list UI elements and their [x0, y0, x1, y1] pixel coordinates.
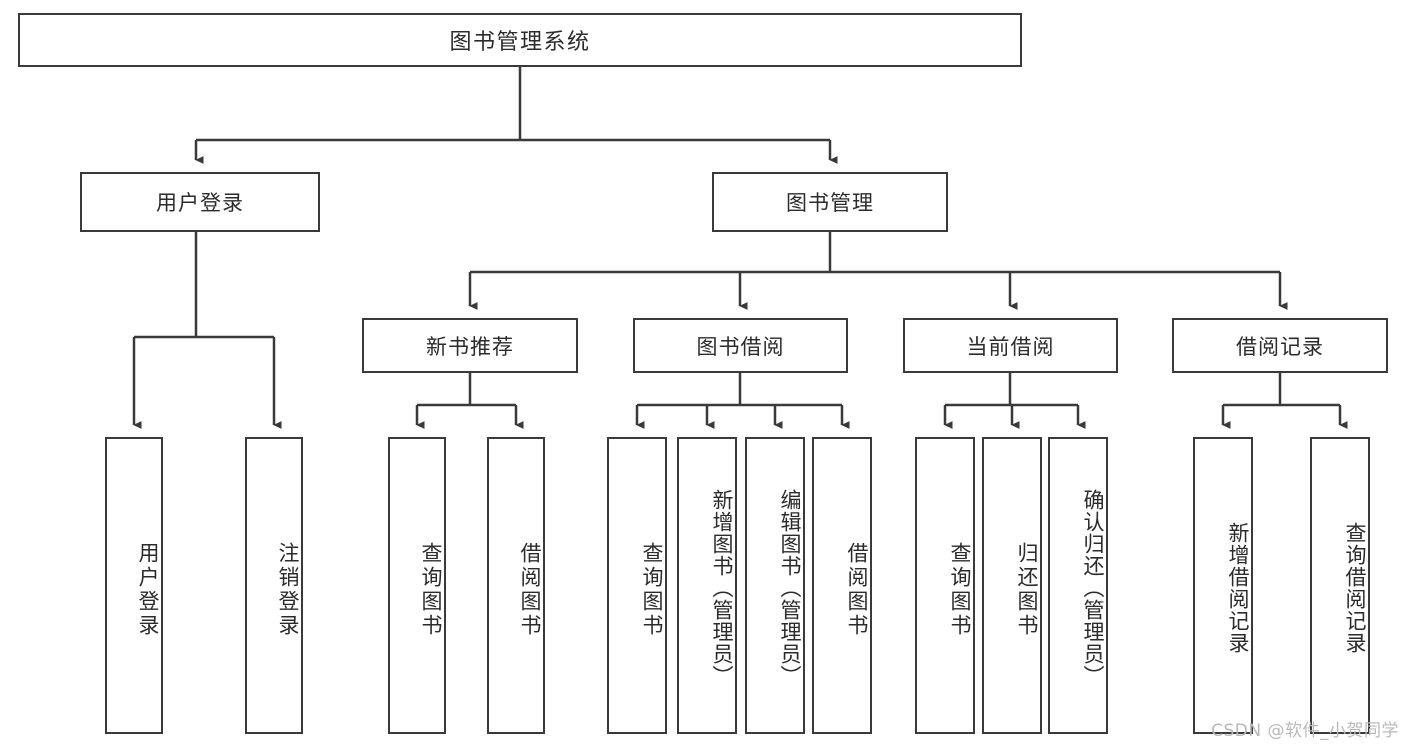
node-user-login[interactable]: 用户登录	[80, 172, 320, 232]
node-leaf-query-book-borrow[interactable]: 查询图书	[607, 437, 667, 734]
node-leaf-query-borrow-record[interactable]: 查询借阅记录	[1310, 437, 1370, 734]
node-leaf-borrow-book-new[interactable]: 借阅图书	[487, 437, 545, 734]
node-leaf-edit-book-admin[interactable]: 编辑图书（管理员）	[745, 437, 805, 734]
node-leaf-query-book-new[interactable]: 查询图书	[388, 437, 446, 734]
node-current-borrowing[interactable]: 当前借阅	[903, 318, 1118, 373]
node-leaf-logout[interactable]: 注销登录	[245, 437, 303, 734]
node-leaf-add-book-admin[interactable]: 新增图书（管理员）	[677, 437, 737, 734]
node-new-book-recommendation[interactable]: 新书推荐	[362, 318, 578, 373]
node-leaf-query-book-current[interactable]: 查询图书	[915, 437, 975, 734]
node-leaf-borrow-book[interactable]: 借阅图书	[812, 437, 872, 734]
node-book-management[interactable]: 图书管理	[712, 172, 948, 232]
node-borrowing-record[interactable]: 借阅记录	[1172, 318, 1388, 373]
node-leaf-confirm-return-admin[interactable]: 确认归还（管理员）	[1048, 437, 1108, 734]
node-book-borrowing[interactable]: 图书借阅	[633, 318, 848, 373]
node-leaf-add-borrow-record[interactable]: 新增借阅记录	[1193, 437, 1253, 734]
node-leaf-user-login[interactable]: 用户登录	[105, 437, 163, 734]
csdn-watermark: CSDN @软件_小贺同学	[1211, 721, 1399, 741]
node-leaf-return-book[interactable]: 归还图书	[982, 437, 1042, 734]
node-root-book-management-system[interactable]: 图书管理系统	[18, 13, 1022, 67]
